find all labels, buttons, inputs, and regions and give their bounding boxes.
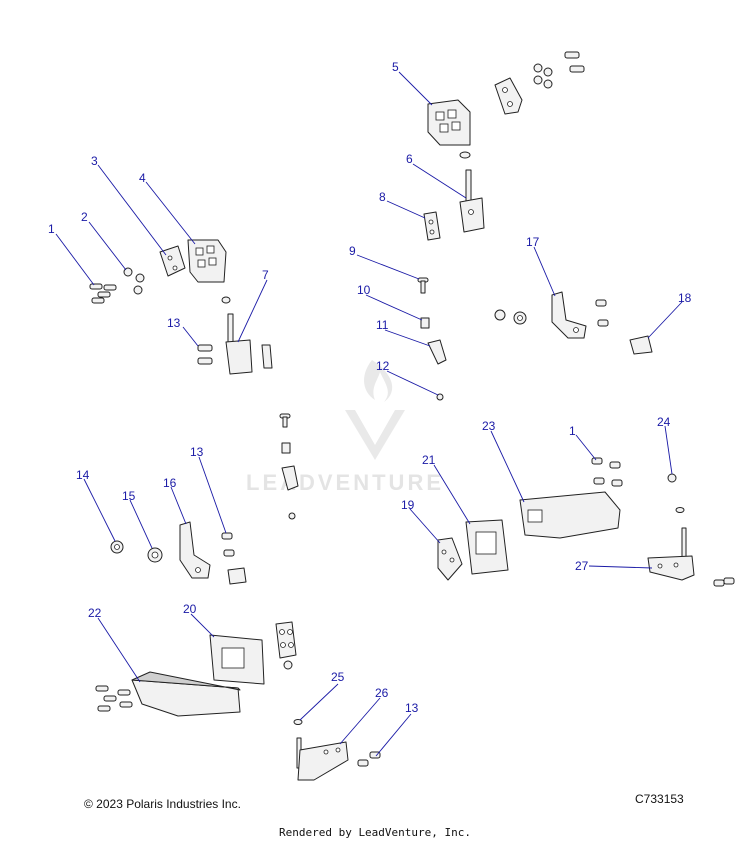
callout-23: 23 — [482, 419, 496, 433]
callout-9: 9 — [349, 244, 356, 258]
callout-10: 10 — [357, 283, 371, 297]
callout-20: 20 — [183, 602, 197, 616]
callout-11: 11 — [376, 318, 389, 332]
callout-4: 4 — [139, 171, 146, 185]
watermark-logo: LEADVENTURE — [246, 360, 444, 495]
callout-13-bottom: 13 — [405, 701, 419, 715]
callout-15: 15 — [122, 489, 136, 503]
callout-1-right: 1 — [569, 424, 576, 438]
callout-labels: 1 2 3 4 5 6 7 8 9 10 11 12 13 13 13 14 1… — [48, 60, 692, 715]
callout-2: 2 — [81, 210, 88, 224]
render-credit: Rendered by LeadVenture, Inc. — [278, 826, 472, 839]
callout-12: 12 — [376, 359, 390, 373]
part-illustrations — [89, 51, 735, 781]
callout-6: 6 — [406, 152, 413, 166]
watermark-text: LEADVENTURE — [246, 470, 444, 495]
callout-5: 5 — [392, 60, 399, 74]
callout-25: 25 — [331, 670, 345, 684]
callout-26: 26 — [375, 686, 389, 700]
callout-24: 24 — [657, 415, 671, 429]
callout-19: 19 — [401, 498, 415, 512]
callout-13-lower-left: 13 — [190, 445, 204, 459]
callout-8: 8 — [379, 190, 386, 204]
callout-16: 16 — [163, 476, 177, 490]
callout-3: 3 — [91, 154, 98, 168]
copyright-notice: © 2023 Polaris Industries Inc. — [84, 797, 241, 811]
callout-13-upper: 13 — [167, 316, 181, 330]
callout-7: 7 — [262, 268, 269, 282]
callout-22: 22 — [88, 606, 102, 620]
callout-14: 14 — [76, 468, 90, 482]
callout-1-left: 1 — [48, 222, 55, 236]
drawing-number: C733153 — [635, 792, 684, 806]
callout-17: 17 — [526, 235, 540, 249]
callout-21: 21 — [422, 453, 436, 467]
callout-18: 18 — [678, 291, 692, 305]
callout-27: 27 — [575, 559, 589, 573]
leader-lines — [55, 71, 683, 757]
